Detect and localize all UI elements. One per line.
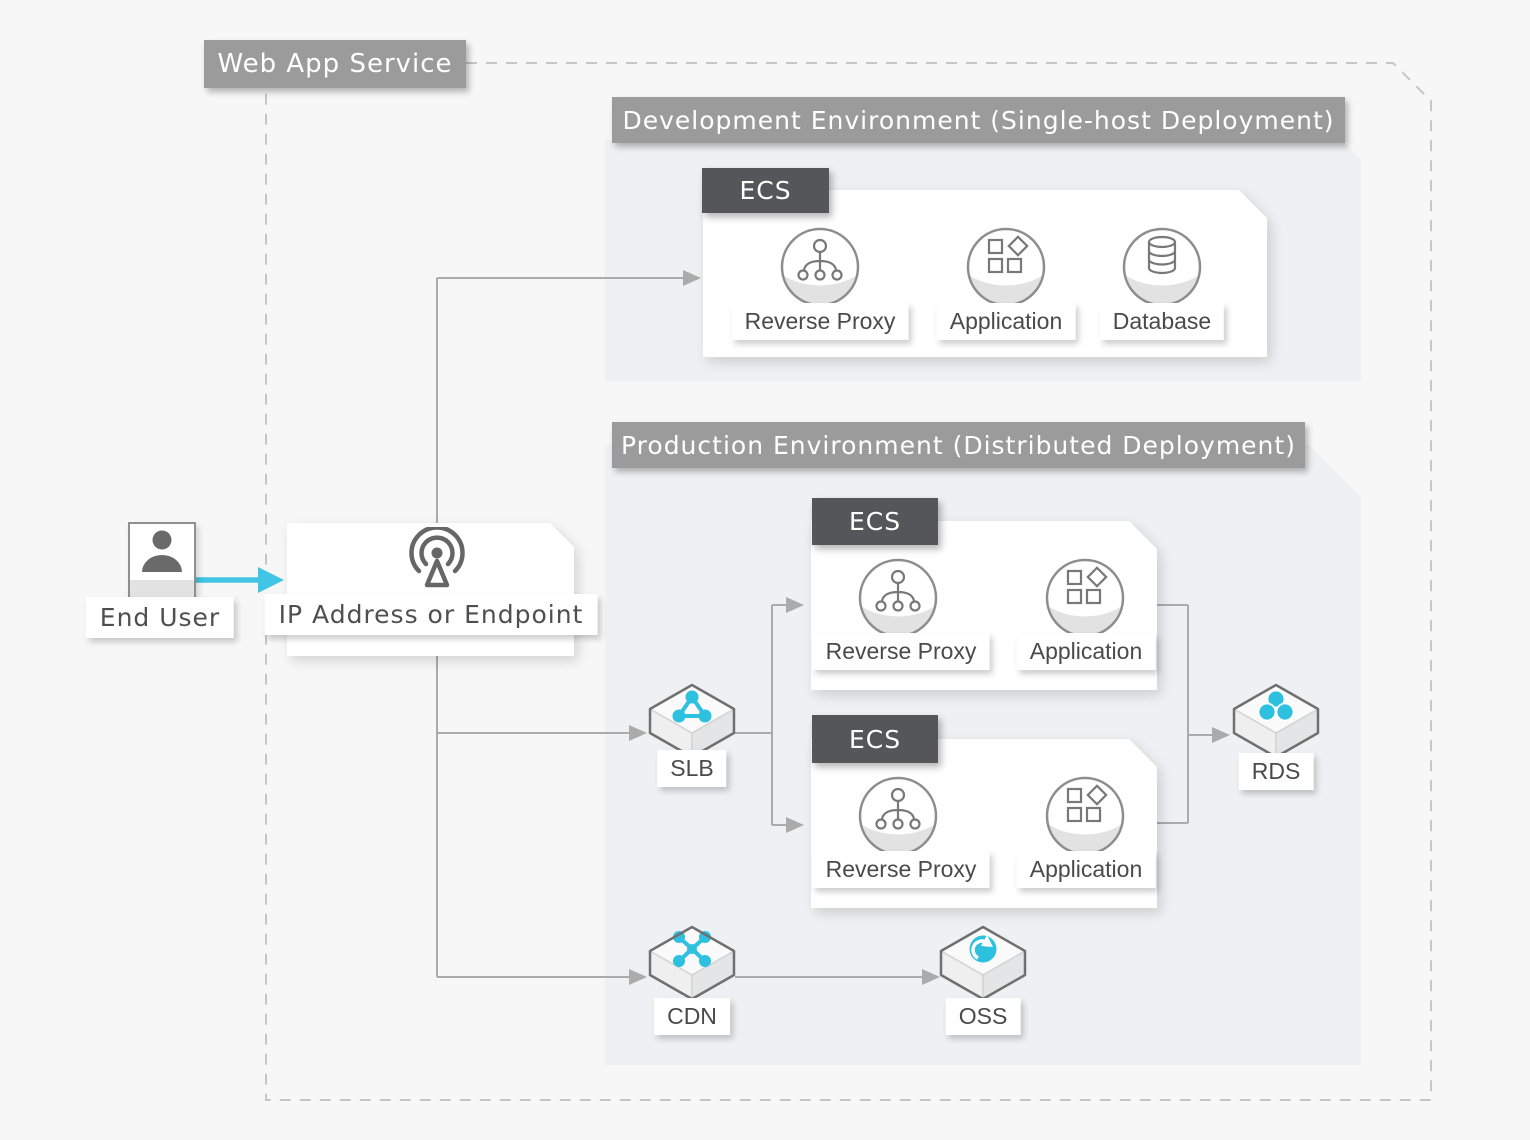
reverse-proxy-icon (780, 227, 860, 307)
dev-database-label: Database (1099, 303, 1225, 340)
gateway-label: IP Address or Endpoint (264, 594, 598, 635)
cdn-label: CDN (654, 998, 730, 1035)
oss-label: OSS (945, 998, 1021, 1035)
prod-ecs-tag-2: ECS (812, 715, 938, 763)
slb-label: SLB (657, 750, 727, 787)
prod2-application-label: Application (1016, 851, 1156, 888)
application-icon (966, 227, 1046, 307)
reverse-proxy-icon (858, 776, 938, 856)
prod1-reverse-proxy-label: Reverse Proxy (812, 633, 990, 670)
rds-icon (1232, 683, 1320, 759)
prod2-reverse-proxy-label: Reverse Proxy (812, 851, 990, 888)
end-user-node (128, 522, 196, 599)
dev-ecs-tag: ECS (702, 168, 829, 213)
application-icon (1045, 558, 1125, 638)
prod-environment-header: Production Environment (Distributed Depl… (612, 422, 1305, 468)
diagram-title: Web App Service (204, 40, 466, 88)
end-user-arrow (192, 567, 284, 593)
oss-icon (939, 925, 1027, 1001)
antenna-icon (409, 527, 465, 588)
end-user-label: End User (85, 597, 235, 638)
dev-application-label: Application (936, 303, 1076, 340)
prod1-application-label: Application (1016, 633, 1156, 670)
end-user-box-base (130, 580, 194, 597)
reverse-proxy-icon (858, 558, 938, 638)
dev-environment-header: Development Environment (Single-host Dep… (612, 97, 1345, 143)
cdn-icon (648, 925, 736, 1001)
person-icon (142, 530, 182, 572)
rds-label: RDS (1238, 753, 1314, 790)
dev-reverse-proxy-label: Reverse Proxy (731, 303, 909, 340)
prod-ecs-tag-1: ECS (812, 498, 938, 545)
database-icon (1122, 227, 1202, 307)
application-icon (1045, 776, 1125, 856)
